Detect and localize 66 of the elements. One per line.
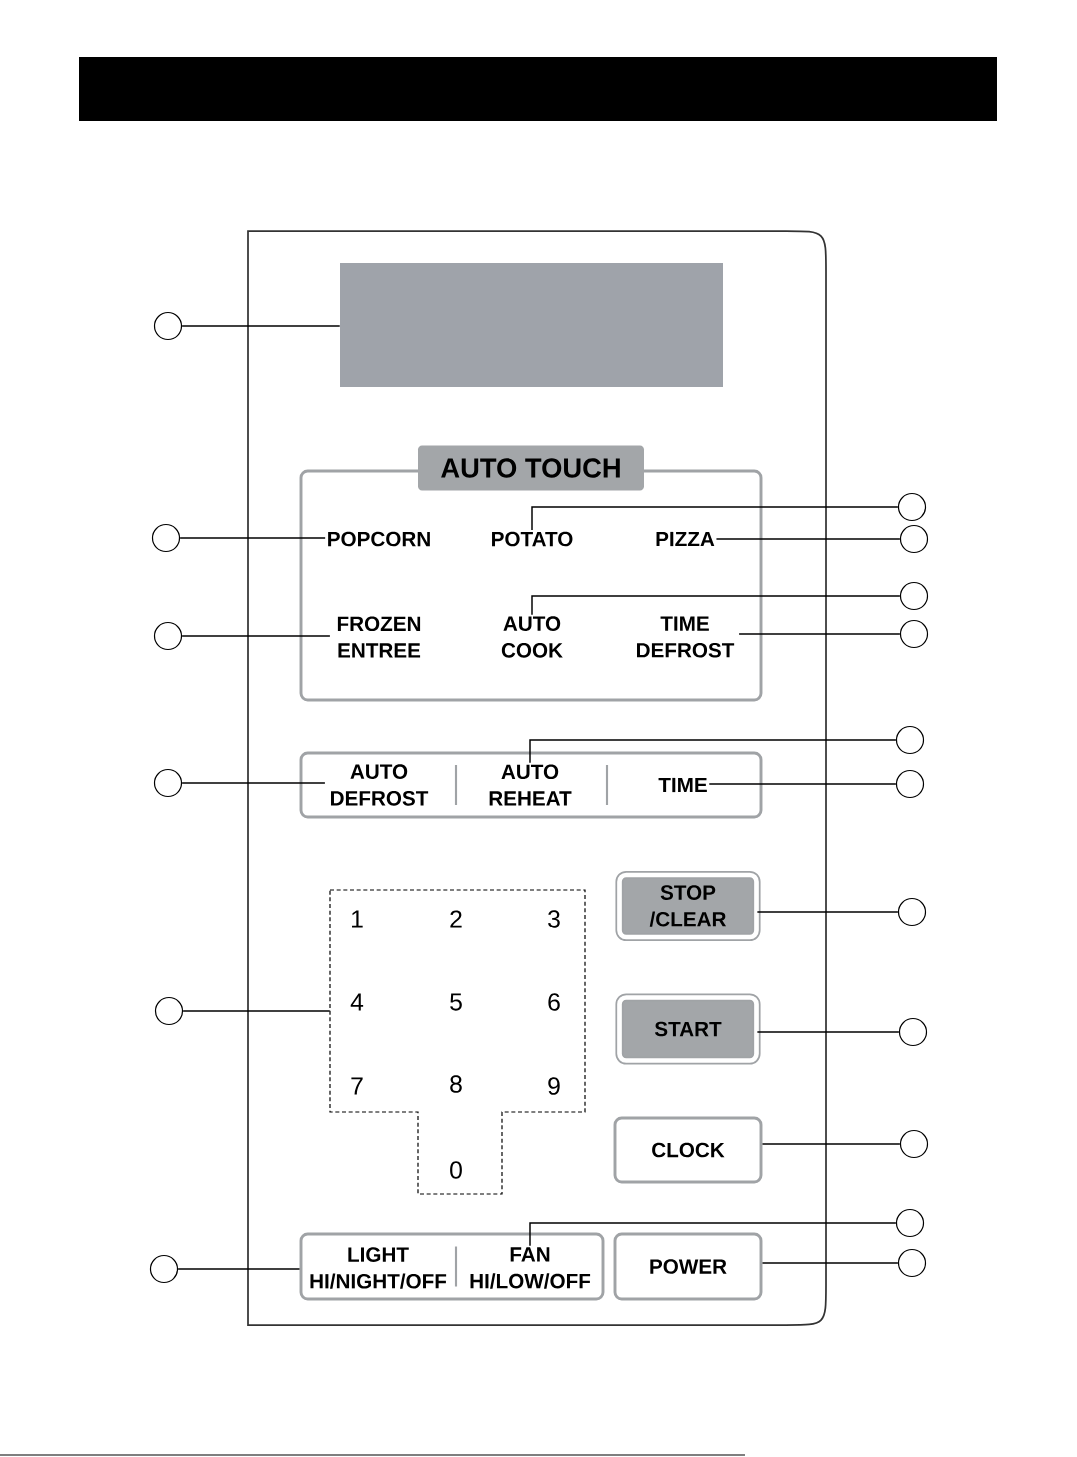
digit-key-label: 3 [548, 910, 560, 928]
leader-line [715, 538, 901, 540]
push-button: STOP /CLEAR [615, 870, 761, 942]
number-keypad [329, 889, 586, 1195]
button-label: AUTO COOK [501, 616, 563, 658]
leader-line [531, 595, 901, 616]
callout-circle [897, 492, 927, 522]
control-panel [247, 230, 827, 1326]
digit-key-label: 5 [450, 993, 462, 1011]
digit-key-label: 0 [450, 1161, 462, 1179]
callout-circle [897, 1248, 927, 1278]
leader-line [529, 1222, 897, 1247]
digit-key-label: 4 [350, 993, 364, 1011]
callout-circle [899, 1129, 929, 1159]
leader-line [529, 739, 897, 764]
callout-circle [899, 581, 929, 611]
button-label: TIME DEFROST [637, 616, 735, 658]
digit-key-label: 2 [450, 910, 462, 928]
callout-circle [897, 897, 927, 927]
callout-circle [151, 523, 181, 553]
digit-key-label: 1 [352, 910, 363, 928]
button-label: PIZZA [656, 531, 715, 547]
button-bar [299, 1232, 605, 1301]
leader-line [761, 1262, 899, 1264]
callout-circle [898, 1017, 928, 1047]
callout-circle [153, 621, 183, 651]
button-label: AUTO DEFROST [331, 764, 429, 806]
callout-circle [149, 1254, 179, 1284]
leader-line [182, 1010, 331, 1012]
leader-line [756, 1031, 900, 1033]
push-button: START [615, 993, 761, 1065]
leader-line [177, 1268, 301, 1270]
leader-line [738, 633, 901, 635]
leader-line [761, 1143, 901, 1145]
digit-key-label: 6 [548, 993, 560, 1011]
leader-line [181, 782, 326, 784]
leader-line [756, 911, 899, 913]
digit-key-label: 7 [351, 1077, 363, 1095]
leader-line [179, 537, 326, 539]
callout-circle [153, 311, 183, 341]
button-label: LIGHT HI/NIGHT/OFF [310, 1247, 447, 1289]
leader-line [181, 325, 341, 327]
button-label: TIME [658, 777, 707, 793]
button-label: POTATO [492, 531, 573, 547]
callout-circle [153, 768, 183, 798]
callout-circle [895, 1208, 925, 1238]
callout-circle [899, 619, 929, 649]
callout-circle [154, 996, 184, 1026]
leader-line [531, 506, 899, 531]
button-bar [299, 751, 763, 819]
button-label: POPCORN [328, 531, 430, 547]
digit-key-label: 8 [450, 1075, 462, 1093]
section-heading-tab: AUTO TOUCH [418, 445, 644, 491]
leader-line [708, 783, 897, 785]
callout-circle [895, 769, 925, 799]
callout-circle [895, 725, 925, 755]
digit-key-label: 9 [548, 1077, 560, 1095]
callout-circle [899, 524, 929, 554]
push-button: POWER [613, 1232, 763, 1301]
button-label: FAN HI/LOW/OFF [470, 1247, 591, 1289]
leader-line [181, 635, 331, 637]
push-button: CLOCK [613, 1116, 763, 1184]
button-label: FROZEN ENTREE [337, 616, 421, 658]
display-screen [340, 263, 723, 387]
button-label: AUTO REHEAT [489, 764, 572, 806]
button-group-box [299, 445, 763, 702]
